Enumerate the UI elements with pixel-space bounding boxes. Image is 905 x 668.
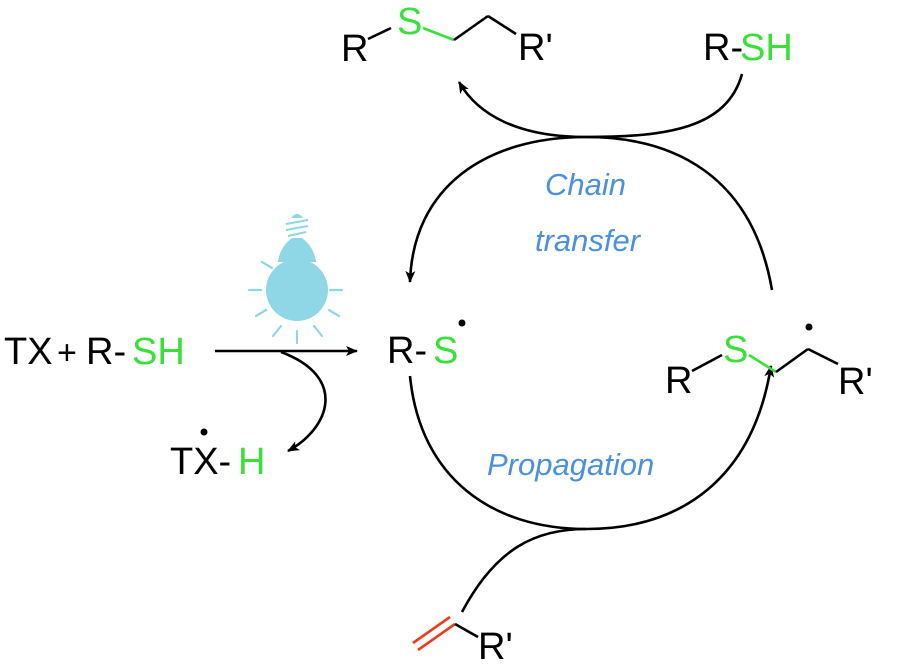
initiator-mixture: TX + R- SH: [4, 331, 185, 373]
carbon-radical-intermediate: R S R': [665, 323, 873, 403]
carbon-radical-s: S: [723, 329, 748, 371]
txh-byproduct: TX- H: [170, 428, 265, 483]
chain-transfer-label-line2: transfer: [535, 223, 642, 258]
thiyl-r: R-: [387, 330, 427, 372]
thiyl-radical: R- S: [387, 319, 466, 372]
product-r-prime: R': [518, 27, 553, 69]
propagation-label: Propagation: [487, 447, 654, 482]
alkene-r-prime: R': [478, 626, 513, 668]
carbon-radical-r: R: [665, 360, 692, 402]
thioether-product: R S R': [341, 1, 553, 70]
thiyl-s: S: [433, 330, 458, 372]
plus-sign: +: [57, 334, 77, 372]
alkene-reagent: R': [412, 615, 513, 668]
thiol-top-r: R-: [703, 27, 743, 69]
carbon-radical-r-prime: R': [838, 361, 873, 403]
propagation-arc: [408, 365, 775, 531]
initiator-thiol-r: R-: [86, 331, 126, 373]
lightbulb-icon: [247, 214, 344, 345]
alkene-input-arc: [460, 527, 587, 613]
radical-dot: [805, 323, 813, 331]
txh-release-arc: [280, 350, 327, 453]
txh-tx: TX-: [170, 441, 231, 483]
thiol-reagent-top: R- SH: [703, 27, 793, 69]
txh-h: H: [238, 441, 265, 483]
chain-transfer-label-line1: Chain: [545, 167, 626, 202]
product-r: R: [341, 28, 368, 70]
thiol-exchange-arc: [457, 73, 744, 139]
radical-dot: [200, 428, 208, 436]
photoinitiator-tx: TX: [4, 331, 53, 373]
chain-transfer-arc: [405, 135, 774, 291]
product-s: S: [397, 1, 422, 43]
initiator-thiol-sh: SH: [132, 331, 185, 373]
thiol-top-sh: SH: [740, 27, 793, 69]
radical-dot: [458, 319, 466, 327]
